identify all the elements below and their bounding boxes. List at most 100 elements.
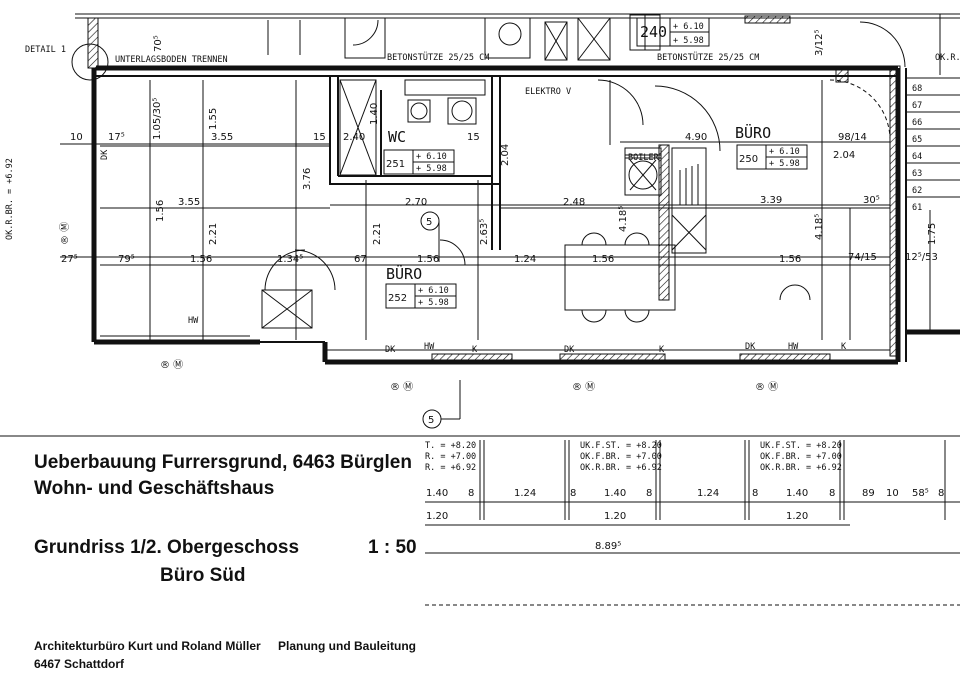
svg-text:5: 5	[426, 217, 432, 228]
note-betonstuetze-left: BETONSTÜTZE 25/25 CM	[387, 52, 489, 63]
svg-text:2.04: 2.04	[833, 150, 855, 161]
svg-text:DK: DK	[385, 345, 396, 355]
svg-text:2.21: 2.21	[372, 223, 383, 245]
svg-text:2.70: 2.70	[405, 197, 427, 208]
section-levels: T. = +8.20 R. = +7.00 R. = +6.92 UK.F.ST…	[0, 435, 960, 606]
plan-scale: 1 : 50	[368, 537, 417, 558]
svg-text:1.56: 1.56	[417, 254, 439, 265]
room-wc-name: WC	[388, 128, 406, 146]
note-okr: OK.R.	[935, 53, 960, 63]
room-wc-elev1: + 6.10	[416, 152, 447, 162]
svg-text:58⁵: 58⁵	[912, 488, 929, 499]
architect-office: Architekturbüro Kurt und Roland Müller	[34, 639, 261, 653]
svg-text:12⁵/53: 12⁵/53	[905, 252, 938, 263]
svg-text:10: 10	[886, 488, 899, 499]
room-252-number: 252	[388, 293, 407, 304]
title-block: Ueberbauung Furrersgrund, 6463 Bürglen W…	[34, 452, 417, 671]
svg-text:1.56: 1.56	[592, 254, 614, 265]
svg-text:DK: DK	[100, 149, 110, 160]
svg-text:1.75: 1.75	[927, 223, 938, 245]
plan-title: Grundriss 1/2. Obergeschoss	[34, 537, 299, 558]
svg-text:T. = +8.20: T. = +8.20	[425, 441, 476, 451]
svg-text:3.55: 3.55	[178, 197, 200, 208]
svg-text:OK.R.BR. = +6.92: OK.R.BR. = +6.92	[580, 463, 662, 473]
room-250-elev2: + 5.98	[769, 159, 800, 169]
svg-text:98/14: 98/14	[838, 132, 867, 143]
svg-text:1.20: 1.20	[426, 511, 448, 522]
door-swings	[261, 79, 891, 329]
building-type: Wohn- und Geschäftshaus	[34, 478, 274, 499]
boiler-area	[624, 147, 707, 254]
svg-text:8: 8	[646, 488, 652, 499]
svg-text:1.24: 1.24	[514, 254, 536, 265]
svg-text:3.76: 3.76	[302, 168, 313, 190]
rm-symbol-3: ® Ⓜ	[572, 381, 595, 393]
stair-num-65: 65	[912, 135, 922, 145]
svg-text:74/15: 74/15	[848, 252, 877, 263]
office-furniture	[564, 232, 811, 323]
room-250-elev1: + 6.10	[769, 147, 800, 157]
svg-text:OK.F.BR. = +7.00: OK.F.BR. = +7.00	[580, 452, 662, 462]
svg-text:15: 15	[467, 132, 480, 143]
note-unterlagsboden: UNTERLAGSBODEN TRENNEN	[115, 55, 228, 65]
side-level-text: OK.R.BR. = +6.92	[5, 158, 15, 240]
svg-text:DK: DK	[745, 342, 756, 352]
svg-text:DK: DK	[564, 345, 575, 355]
room-252-name: BÜRO	[386, 264, 422, 283]
note-betonstuetze-right: BETONSTÜTZE 25/25 CM	[657, 52, 759, 63]
room-250-number: 250	[739, 154, 758, 165]
vertical-dimension-texts: 1.55 1.56 2.21 2.21 3.76 1.05/30⁵ 2.63⁵ …	[152, 30, 938, 245]
svg-text:UK.F.ST. = +8.20: UK.F.ST. = +8.20	[760, 441, 842, 451]
wc-fixtures	[339, 79, 486, 176]
svg-text:4.90: 4.90	[685, 132, 707, 143]
stair-num-62: 62	[912, 186, 922, 196]
svg-text:30⁵: 30⁵	[863, 195, 880, 206]
svg-text:8: 8	[752, 488, 758, 499]
note-boiler: BOILER	[628, 153, 660, 163]
upper-structure	[75, 13, 960, 75]
room-buero-252: BÜRO 252 + 6.10 + 5.98	[385, 264, 457, 309]
room-buero-250: BÜRO 250 + 6.10 + 5.98	[735, 123, 808, 170]
dimension-texts: 3.55 3.55 2.70 2.48 4.90 3.39 2.04 2.40 …	[61, 132, 938, 265]
detail-label: DETAIL 1	[25, 45, 66, 55]
svg-text:2.04: 2.04	[500, 144, 511, 166]
svg-text:2.21: 2.21	[208, 223, 219, 245]
rm-symbol-1: ® Ⓜ	[160, 359, 183, 371]
svg-text:70⁵: 70⁵	[153, 35, 164, 52]
svg-text:OK.F.BR. = +7.00: OK.F.BR. = +7.00	[760, 452, 842, 462]
svg-text:4.18⁵: 4.18⁵	[618, 206, 629, 232]
stair-num-61: 61	[912, 203, 922, 213]
stair-num-63: 63	[912, 169, 922, 179]
room-wc-elev2: + 5.98	[416, 164, 447, 174]
svg-text:17⁵: 17⁵	[108, 132, 125, 143]
svg-text:1.55: 1.55	[208, 108, 219, 130]
svg-text:1.40: 1.40	[369, 103, 380, 125]
rm-symbol-left: ® Ⓜ	[59, 222, 71, 245]
svg-text:K: K	[472, 345, 478, 355]
note-elektro: ELEKTRO V	[525, 87, 571, 97]
architect-address: 6467 Schattdorf	[34, 657, 125, 671]
svg-text:1.34⁵: 1.34⁵	[277, 254, 303, 265]
stair-num-67: 67	[912, 101, 922, 111]
box-240-number: 240	[640, 23, 667, 41]
svg-text:UK.F.ST. = +8.20: UK.F.ST. = +8.20	[580, 441, 662, 451]
axis-marker-5-upper: 5	[420, 211, 440, 262]
stair-right: 68 67 66 65 64 63 62 61	[906, 77, 960, 213]
svg-text:1.40: 1.40	[426, 488, 448, 499]
svg-text:8: 8	[829, 488, 835, 499]
svg-text:HW: HW	[188, 316, 199, 326]
box-240-elev1: + 6.10	[673, 22, 704, 32]
svg-text:2.63⁵: 2.63⁵	[479, 219, 490, 245]
svg-text:1.40: 1.40	[786, 488, 808, 499]
svg-text:5: 5	[428, 415, 434, 426]
svg-text:8: 8	[570, 488, 576, 499]
plan-notes: DETAIL 1 UNTERLAGSBODEN TRENNEN BETONSTÜ…	[25, 43, 960, 163]
svg-text:1.56: 1.56	[779, 254, 801, 265]
dimension-lines	[60, 80, 931, 351]
svg-text:R. = +6.92: R. = +6.92	[425, 463, 476, 473]
outer-walls	[87, 17, 960, 365]
room-wc-251: WC 251 + 6.10 + 5.98	[383, 128, 455, 175]
room-252-elev2: + 5.98	[418, 298, 449, 308]
room-252-elev1: + 6.10	[418, 286, 449, 296]
